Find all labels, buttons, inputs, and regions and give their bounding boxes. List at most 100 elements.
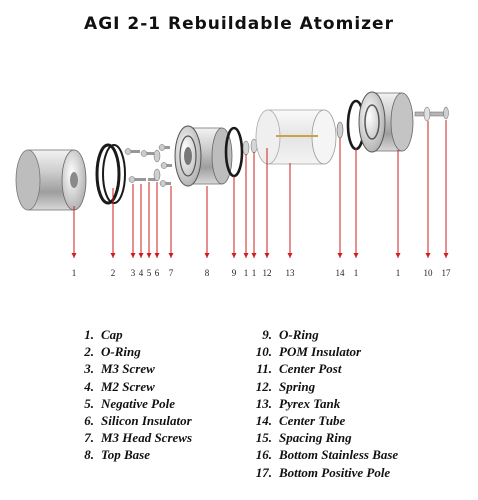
legend-item: 5. Negative Pole	[80, 395, 192, 412]
o-ring-part	[95, 143, 126, 205]
callout-number: 1	[244, 268, 249, 278]
legend-item: 9. O-Ring	[250, 326, 398, 343]
legend-item-label: Bottom Stainless Base	[279, 447, 399, 463]
leader-arrow	[138, 253, 144, 258]
callout-number: 9	[232, 268, 237, 278]
callout-number: 17	[442, 268, 452, 278]
leader-arrow	[168, 253, 174, 258]
pyrex-tank-part	[255, 109, 337, 165]
legend-item-label: Spacing Ring	[279, 430, 352, 446]
legend-item-number: 13.	[255, 395, 272, 411]
callout-number: 5	[147, 268, 152, 278]
small-screws-part	[124, 144, 172, 187]
callout-number: 1	[354, 268, 359, 278]
legend-item-number: 1.	[84, 327, 94, 342]
legend-item-label: O-Ring	[101, 344, 141, 360]
legend-item-number: 2.	[84, 344, 94, 360]
legend-item-number: 12.	[255, 378, 272, 394]
legend-item-number: 6.	[84, 413, 94, 429]
callout-number: 3	[131, 268, 136, 278]
diagram-title: AGI 2-1 Rebuildable Atomizer	[84, 14, 394, 34]
callout-number: 6	[155, 268, 160, 278]
legend-item: 4. M2 Screw	[80, 378, 192, 395]
legend-item-label: Top Base	[101, 447, 150, 463]
callout-number: 14	[336, 268, 346, 278]
top-base-part	[174, 125, 233, 187]
legend-item: 16. Bottom Stainless Base	[250, 446, 398, 463]
leader-arrow	[395, 253, 401, 258]
callout-number: 12	[263, 268, 272, 278]
legend-item-label: Spring	[279, 378, 316, 394]
legend-item: 13. Pyrex Tank	[250, 395, 398, 412]
legend-item: 8. Top Base	[80, 446, 192, 463]
legend-item-label: M3 Screw	[101, 361, 155, 377]
legend-item: 11. Center Post	[250, 360, 398, 377]
legend-item: 7. M3 Head Screws	[80, 429, 192, 446]
leader-lines	[71, 120, 449, 258]
legend-item-number: 10.	[255, 344, 272, 360]
legend-item: 17. Bottom Positive Pole	[250, 464, 398, 481]
legend-item-label: Center Post	[279, 361, 342, 377]
callout-number: 7	[169, 268, 174, 278]
legend-item-number: 4.	[84, 378, 94, 394]
legend-item-label: O-Ring	[279, 327, 319, 342]
legend-item: 1. Cap	[80, 326, 192, 343]
legend-item-number: 8.	[84, 447, 94, 463]
legend-item: 12. Spring	[250, 378, 398, 395]
legend-item-number: 16.	[255, 447, 272, 463]
legend-item-label: Pyrex Tank	[279, 395, 341, 411]
legend-item: 2. O-Ring	[80, 343, 192, 360]
callout-number: 1	[72, 268, 77, 278]
leader-arrow	[425, 253, 431, 258]
legend-item-number: 5.	[84, 395, 94, 411]
legend-item-label: Silicon Insulator	[101, 413, 192, 429]
leader-arrow	[264, 253, 270, 258]
legend-item-number: 3.	[84, 361, 94, 377]
legend-item: 3. M3 Screw	[80, 360, 192, 377]
legend-item-label: POM Insulator	[279, 344, 361, 360]
legend-item: 6. Silicon Insulator	[80, 412, 192, 429]
legend-item-label: Cap	[101, 327, 123, 342]
callout-number: 8	[205, 268, 210, 278]
callout-number: 1	[252, 268, 257, 278]
cap-part	[15, 149, 87, 211]
legend-item-label: Center Tube	[279, 413, 346, 429]
legend-item: 14. Center Tube	[250, 412, 398, 429]
legend-item-number: 15.	[255, 430, 272, 446]
legend-item-number: 7.	[84, 430, 94, 446]
leader-arrow	[251, 253, 257, 258]
leader-arrow	[443, 253, 449, 258]
legend-item-label: Negative Pole	[101, 395, 175, 411]
callout-number: 2	[111, 268, 116, 278]
leader-arrow	[243, 253, 249, 258]
legend-item: 10. POM Insulator	[250, 343, 398, 360]
leader-arrow	[287, 253, 293, 258]
leader-arrow	[154, 253, 160, 258]
leader-arrow	[337, 253, 343, 258]
callout-number: 13	[286, 268, 296, 278]
callout-number: 4	[139, 268, 144, 278]
leader-arrow	[71, 253, 77, 258]
bottom-base-part	[358, 91, 414, 153]
legend-item: 15. Spacing Ring	[250, 429, 398, 446]
callout-number: 10	[424, 268, 434, 278]
callout-number: 1	[396, 268, 401, 278]
leader-arrow	[130, 253, 136, 258]
legend-item-label: M2 Screw	[101, 378, 155, 394]
leader-arrow	[231, 253, 237, 258]
legend-item-number: 9.	[262, 327, 272, 342]
parts-legend-left: 1. Cap 2. O-Ring 3. M3 Screw 4. M2 Screw 5. Negat…	[80, 326, 192, 464]
legend-item-number: 11.	[256, 361, 272, 377]
legend-item-label: M3 Head Screws	[101, 430, 192, 446]
leader-arrow	[110, 253, 116, 258]
leader-arrow	[353, 253, 359, 258]
leader-arrow	[146, 253, 152, 258]
bottom-pole-part	[414, 106, 449, 122]
legend-item-number: 14.	[255, 413, 272, 429]
center-tube-part	[336, 121, 344, 139]
legend-item-number: 17.	[255, 464, 272, 480]
legend-item-label: Bottom Positive Pole	[279, 464, 391, 480]
